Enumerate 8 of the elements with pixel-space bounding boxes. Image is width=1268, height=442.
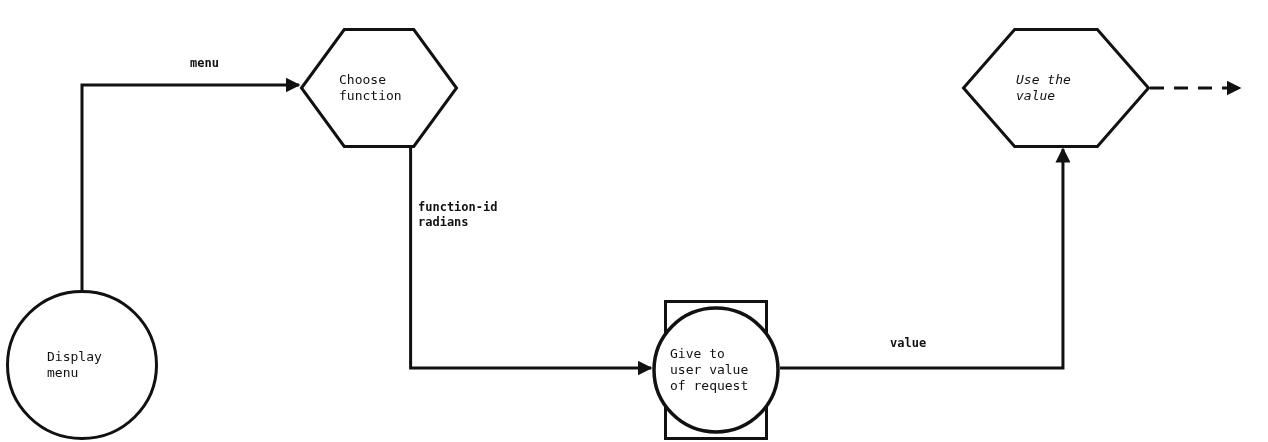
arrow [409, 148, 653, 376]
node-label: Choose function [339, 71, 403, 105]
node-label: Use the value [1016, 71, 1072, 105]
dashed-arrow [1150, 80, 1242, 96]
arrow [80, 77, 301, 290]
arrow [780, 147, 1071, 370]
node-label: Give to user value of request [670, 345, 750, 395]
node-label: Display menu [47, 348, 103, 382]
